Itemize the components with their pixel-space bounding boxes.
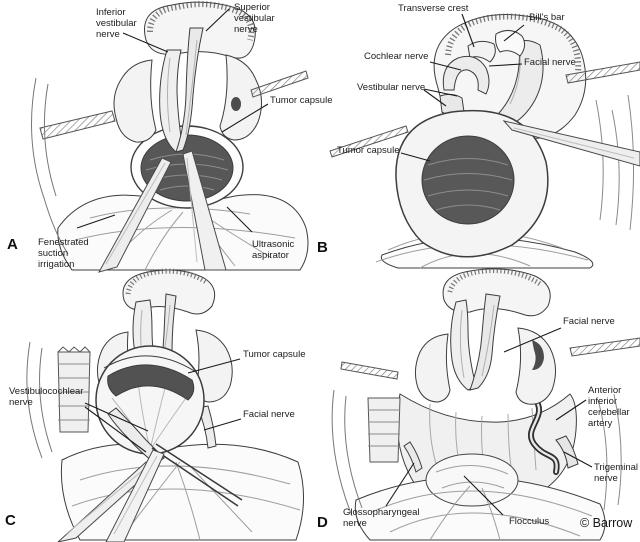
label-inferior-vestibular-nerve: Inferior vestibular nerve: [96, 7, 137, 40]
label-flocculus: Flocculus: [509, 516, 550, 527]
label-fenestrated-suction-irrigation: Fenestrated suction irrigation: [38, 237, 89, 270]
label-transverse-crest: Transverse crest: [398, 3, 469, 14]
panel-d-illustration: [331, 268, 640, 541]
label-ultrasonic-aspirator: Ultrasonic aspirator: [252, 239, 295, 261]
label-tumor-capsule-a: Tumor capsule: [270, 95, 333, 106]
label-facial-nerve-d: Facial nerve: [563, 316, 615, 327]
panel-letter-b: B: [317, 239, 328, 256]
label-anterior-inferior-cerebellar-artery: Anterior inferior cerebellar artery: [588, 385, 630, 429]
panel-letter-c: C: [5, 512, 16, 529]
label-superior-vestibular-nerve: Superior vestibular nerve: [234, 2, 275, 35]
copyright-credit: © Barrow: [580, 516, 633, 530]
panel-a-illustration: [31, 1, 309, 273]
label-trigeminal-nerve: Trigeminal nerve: [594, 462, 638, 484]
label-facial-nerve-c: Facial nerve: [243, 409, 295, 420]
panel-b-illustration: [329, 13, 640, 269]
label-vestibulocochlear-nerve: Vestibulocochlear nerve: [9, 386, 84, 408]
panel-c-illustration: [26, 268, 305, 542]
label-vestibular-nerve: Vestibular nerve: [357, 82, 426, 93]
label-cochlear-nerve: Cochlear nerve: [364, 51, 429, 62]
leader-lines: [76, 8, 593, 516]
panel-letter-d: D: [317, 514, 328, 531]
panel-letter-a: A: [7, 236, 18, 253]
label-glossopharyngeal-nerve: Glossopharyngeal nerve: [343, 507, 420, 529]
label-bills-bar: Bill's bar: [529, 12, 565, 23]
label-tumor-capsule-c: Tumor capsule: [243, 349, 306, 360]
label-tumor-capsule-b: Tumor capsule: [337, 145, 400, 156]
label-facial-nerve-b: Facial nerve: [524, 57, 576, 68]
